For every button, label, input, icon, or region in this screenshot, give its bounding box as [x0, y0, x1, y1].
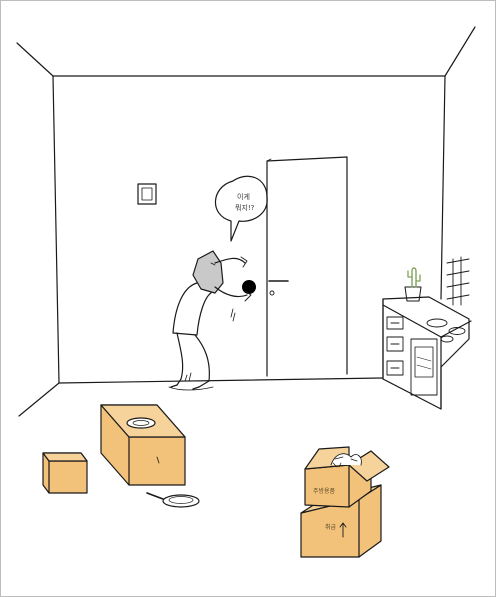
door-handle: [268, 280, 289, 296]
character-head: [192, 250, 224, 294]
plate-on-box: [126, 417, 156, 429]
speech-text-line1: 이게: [237, 192, 250, 201]
stove-burner-3: [440, 335, 454, 343]
character: [168, 250, 252, 391]
light-switch: [137, 183, 157, 205]
floor-edge-left: [18, 382, 60, 417]
door: [266, 156, 348, 377]
wall-corner-right: [440, 75, 446, 300]
ceiling-edge-left: [16, 42, 54, 77]
large-box: [100, 404, 186, 486]
lower-box-label: 취급: [325, 523, 337, 531]
cactus-pot: [404, 267, 422, 302]
oven-door: [410, 338, 438, 396]
wall-corner-left: [52, 75, 60, 384]
stove-burner-2: [448, 327, 466, 335]
drawer-bottom: [386, 360, 404, 376]
drawer-middle: [386, 336, 404, 352]
speech-bubble: 이게 뭐지!?: [214, 175, 268, 242]
upper-box-label: 주방용품: [313, 487, 336, 495]
stove-burner-1: [426, 318, 448, 328]
speech-text-line2: 뭐지!?: [235, 203, 255, 212]
frying-pan: [146, 492, 200, 508]
room-walls: [16, 26, 476, 417]
wall-hole: [242, 280, 256, 294]
stacked-boxes: 주방용품 취급: [300, 446, 390, 558]
floor-line: [58, 377, 384, 384]
wall-tiles: [446, 256, 470, 306]
up-arrow-icon: [339, 522, 347, 538]
ceiling-edge-right: [444, 26, 476, 77]
drawer-top: [386, 316, 404, 330]
kitchen-counter: [382, 296, 472, 410]
small-box: [42, 452, 88, 494]
